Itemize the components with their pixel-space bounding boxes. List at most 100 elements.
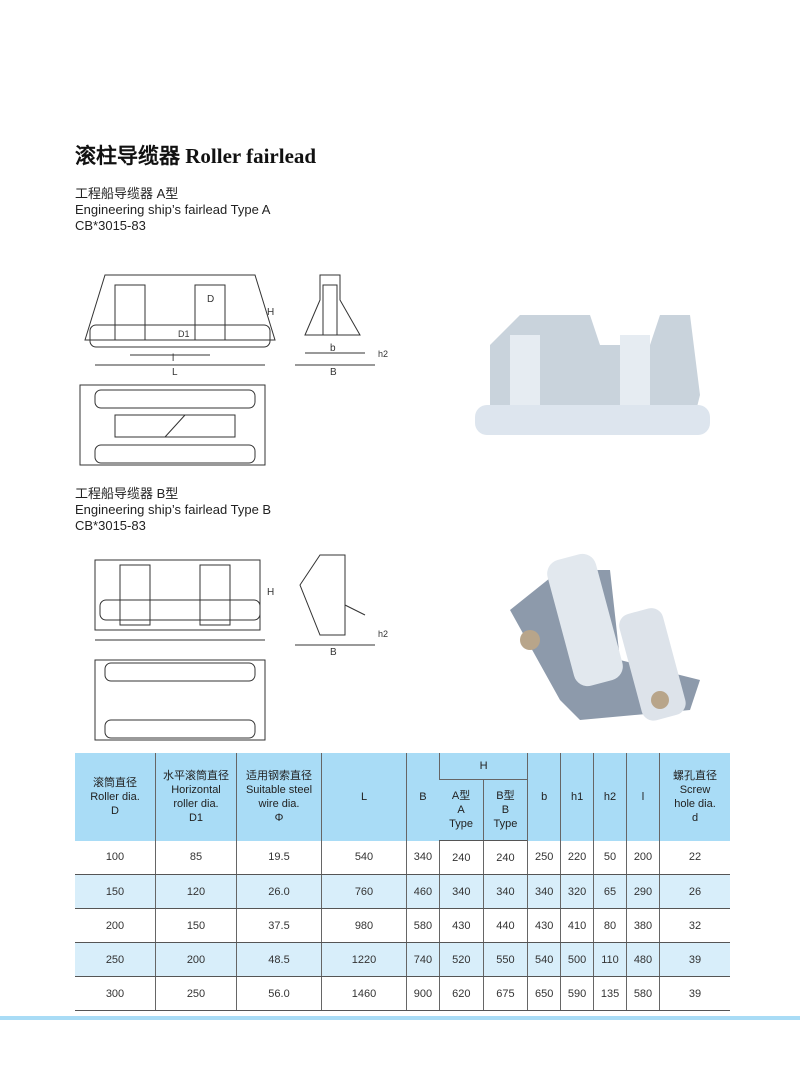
svg-text:H: H — [267, 587, 274, 598]
table-cell: 240 — [438, 840, 484, 875]
table-cell: 430 — [527, 908, 561, 943]
table-cell: 620 — [438, 976, 484, 1011]
table-cell: 48.5 — [236, 942, 322, 977]
table-cell: 980 — [321, 908, 407, 943]
table-cell: 200 — [75, 908, 156, 943]
footer-bar — [0, 1016, 800, 1020]
table-cell: 740 — [406, 942, 440, 977]
table-cell: 520 — [438, 942, 484, 977]
col-B: B — [406, 753, 440, 841]
table-cell: 19.5 — [236, 840, 322, 875]
table-cell: 650 — [527, 976, 561, 1011]
table-cell: 590 — [560, 976, 594, 1011]
table-cell: 200 — [626, 840, 660, 875]
table-cell: 550 — [482, 942, 528, 977]
type-b-cn: 工程船导缆器 B型 — [75, 486, 179, 501]
type-a-drawing: l L D D1 H b B h2 — [79, 274, 388, 466]
svg-text:B: B — [330, 647, 337, 658]
table-cell: 440 — [482, 908, 528, 943]
type-a-photo — [475, 315, 710, 435]
table-cell: 320 — [560, 874, 594, 909]
table-cell: 1460 — [321, 976, 407, 1011]
table-cell: 410 — [560, 908, 594, 943]
table-cell: 540 — [527, 942, 561, 977]
table-cell: 150 — [75, 874, 156, 909]
type-b-std: CB*3015-83 — [75, 518, 146, 533]
svg-text:h2: h2 — [378, 629, 388, 639]
svg-text:b: b — [330, 343, 336, 354]
table-cell: 220 — [560, 840, 594, 875]
table-cell: 56.0 — [236, 976, 322, 1011]
type-b-caption: 工程船导缆器 B型 Engineering ship’s fairlead Ty… — [75, 486, 271, 534]
table-cell: 26 — [659, 874, 730, 909]
type-b-photo — [510, 553, 700, 721]
col-h2: h2 — [593, 753, 627, 841]
table-cell: 250 — [75, 942, 156, 977]
table-cell: 65 — [593, 874, 627, 909]
table-cell: 760 — [321, 874, 407, 909]
table-cell: 39 — [659, 942, 730, 977]
page-title: 滚柱导缆器 Roller fairlead — [75, 144, 317, 168]
table-cell: 39 — [659, 976, 730, 1011]
type-a-caption: 工程船导缆器 A型 Engineering ship’s fairlead Ty… — [75, 186, 270, 234]
table-cell: 500 — [560, 942, 594, 977]
table-cell: 22 — [659, 840, 730, 875]
table-cell: 340 — [406, 840, 440, 875]
table-cell: 340 — [527, 874, 561, 909]
table-cell: 100 — [75, 840, 156, 875]
table-cell: 480 — [626, 942, 660, 977]
table-cell: 110 — [593, 942, 627, 977]
table-cell: 85 — [155, 840, 237, 875]
type-b-en: Engineering ship’s fairlead Type B — [75, 502, 272, 517]
table-cell: 250 — [527, 840, 561, 875]
col-l: l — [626, 753, 660, 841]
type-b-drawing: H B h2 — [94, 554, 388, 741]
svg-text:l: l — [172, 353, 174, 364]
table-cell: 80 — [593, 908, 627, 943]
col-h1: h1 — [560, 753, 594, 841]
svg-text:H: H — [267, 307, 274, 318]
table-cell: 540 — [321, 840, 407, 875]
type-a-std: CB*3015-83 — [75, 218, 146, 233]
table-cell: 250 — [155, 976, 237, 1011]
svg-text:h2: h2 — [378, 349, 388, 359]
svg-text:L: L — [172, 367, 178, 378]
table-cell: 135 — [593, 976, 627, 1011]
table-cell: 1220 — [321, 942, 407, 977]
table-cell: 50 — [593, 840, 627, 875]
table-cell: 340 — [482, 874, 528, 909]
type-a-en: Engineering ship’s fairlead Type A — [75, 202, 271, 217]
table-cell: 120 — [155, 874, 237, 909]
svg-text:D: D — [207, 294, 214, 305]
col-H: H — [438, 753, 528, 780]
table-cell: 430 — [438, 908, 484, 943]
table-cell: 32 — [659, 908, 730, 943]
table-cell: 580 — [626, 976, 660, 1011]
table-cell: 675 — [482, 976, 528, 1011]
col-L: L — [321, 753, 407, 841]
table-cell: 37.5 — [236, 908, 322, 943]
table-cell: 26.0 — [236, 874, 322, 909]
table-cell: 460 — [406, 874, 440, 909]
table-cell: 290 — [626, 874, 660, 909]
svg-text:D1: D1 — [178, 329, 190, 339]
table-cell: 240 — [482, 840, 528, 875]
svg-text:B: B — [330, 367, 337, 378]
table-cell: 900 — [406, 976, 440, 1011]
table-cell: 340 — [438, 874, 484, 909]
table-cell: 380 — [626, 908, 660, 943]
type-a-cn: 工程船导缆器 A型 — [75, 186, 179, 201]
